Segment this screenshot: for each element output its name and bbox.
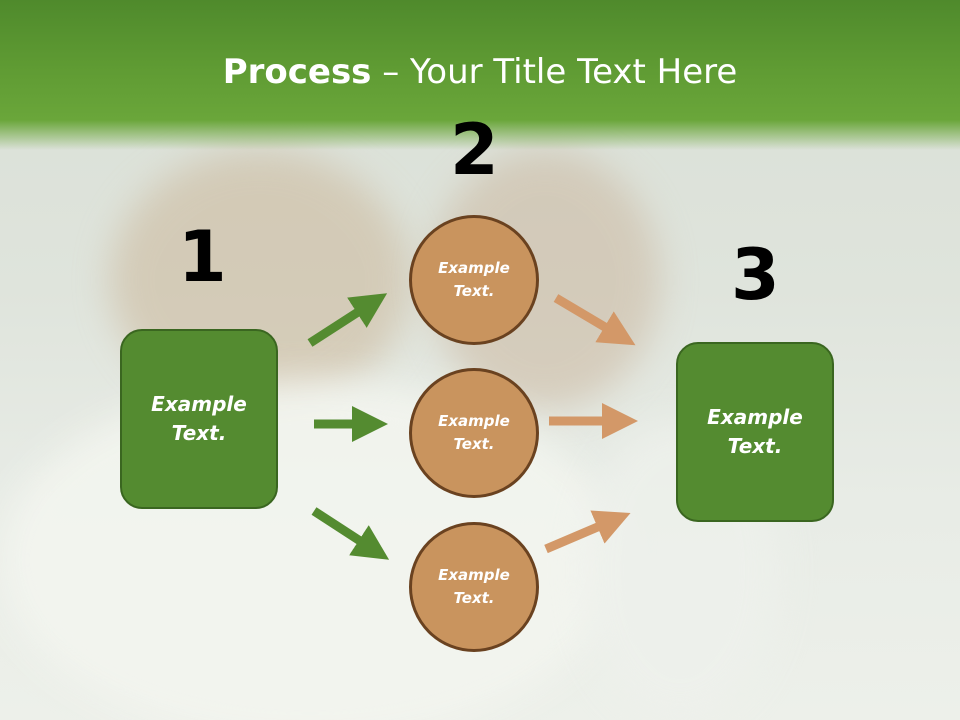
title-rest: – Your Title Text Here [371,52,738,92]
circle-2-line1: Example [438,412,510,430]
step-number-3: 3 [731,234,780,316]
box-left-line1: Example [151,392,247,416]
circle-3-line2: Text. [453,589,495,607]
box-left-line2: Text. [171,421,227,445]
title-bar [0,0,960,150]
title-bold: Process [222,52,372,92]
box-right-line1: Example [707,405,803,429]
slide-title: Process – Your Title Text Here [0,52,960,92]
step-number-1: 1 [178,216,227,298]
arrow-green-down [311,507,390,560]
step-number-2: 2 [450,109,499,191]
circle-3-line1: Example [438,566,510,584]
arrow-tan-down [553,294,636,346]
circle-2-line2: Text. [453,435,495,453]
arrow-green-up [307,293,388,347]
circle-1-line1: Example [438,259,510,277]
arrow-tan-up [544,510,631,554]
box-right-line2: Text. [727,434,783,458]
circle-1-line2: Text. [453,282,495,300]
